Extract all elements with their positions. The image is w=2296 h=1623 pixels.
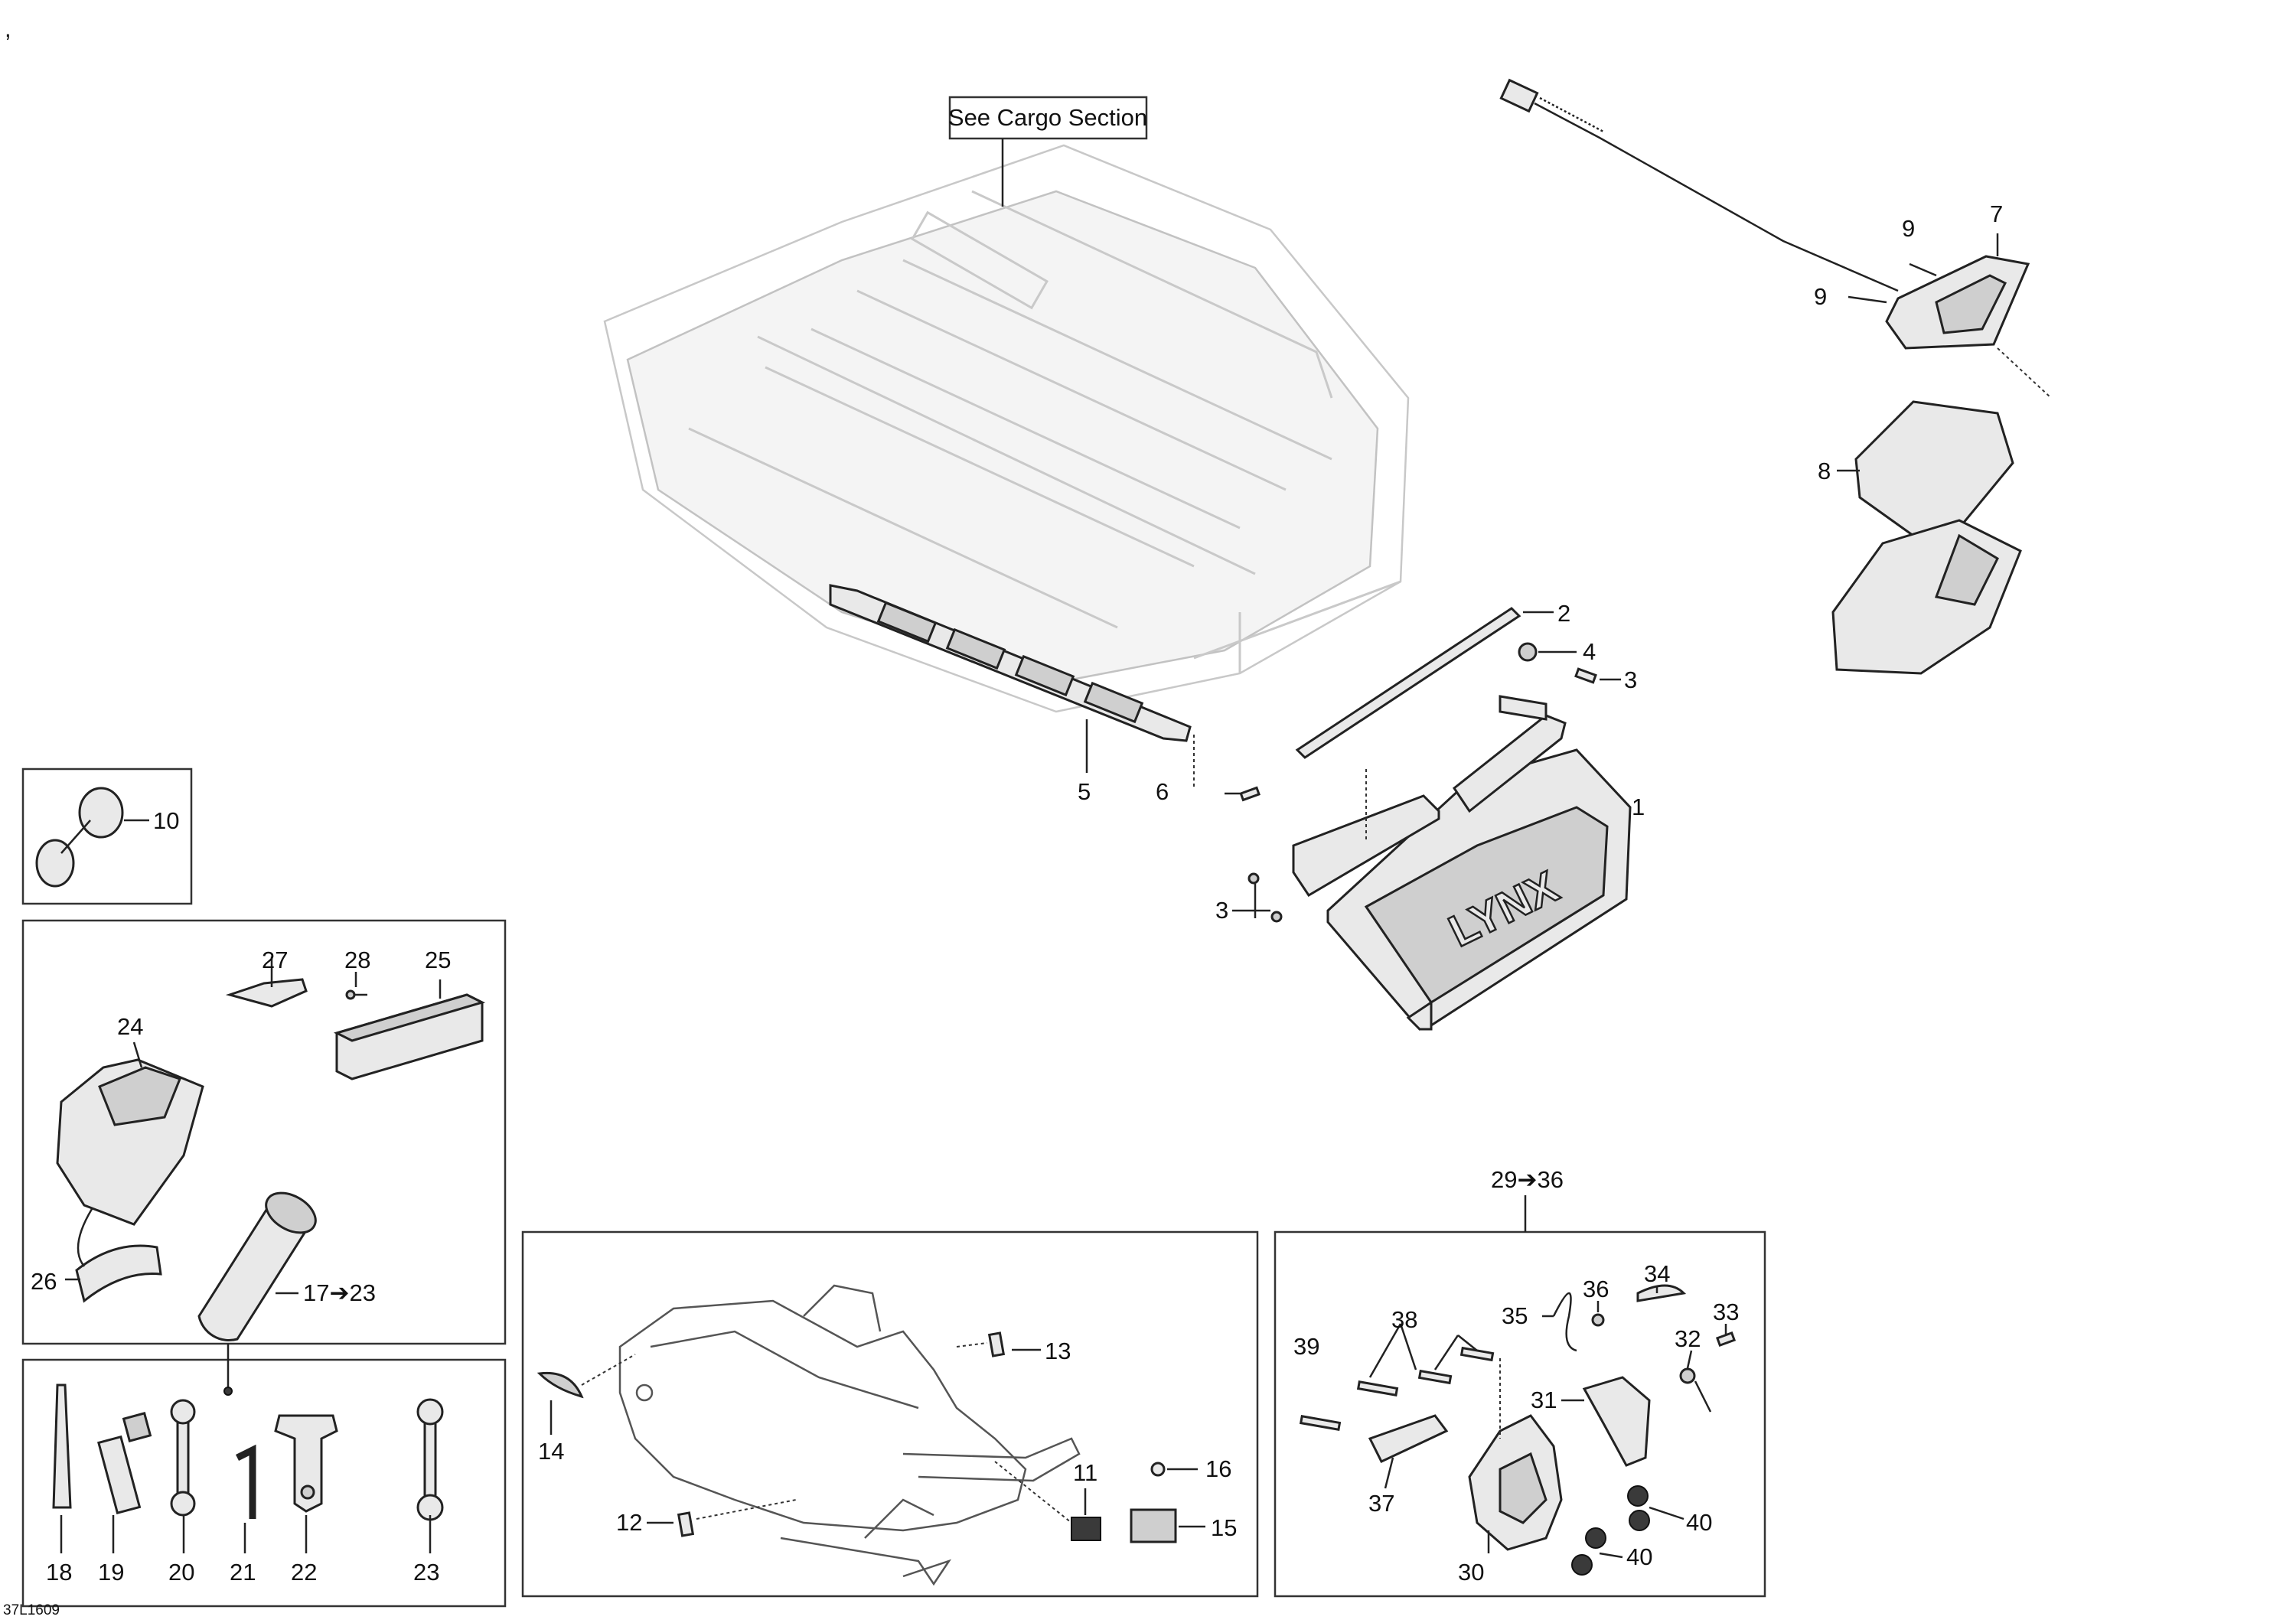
callout-28: 28 [344, 947, 370, 973]
callout-39: 39 [1293, 1333, 1319, 1360]
callout-40a: 40 [1686, 1509, 1712, 1536]
callout-9a: 9 [1902, 215, 1915, 242]
callout-34: 34 [1644, 1260, 1670, 1287]
callout-4: 4 [1583, 638, 1596, 665]
part-2-strip [1295, 607, 1554, 759]
cargo-rack-ghost [603, 144, 1410, 713]
callout-37: 37 [1368, 1490, 1394, 1517]
callout-29-36: 29➔36 [1491, 1166, 1564, 1193]
callout-2: 2 [1557, 600, 1570, 627]
callout-labels: 1 2 3 3 4 5 6 7 8 9 9 10 11 12 13 14 15 … [31, 200, 2003, 1586]
callout-27: 27 [262, 947, 288, 973]
callout-24: 24 [117, 1013, 143, 1040]
part-8-bracket [1831, 400, 2022, 675]
callout-7: 7 [1990, 200, 2003, 227]
figure-code: 37L1609 [3, 1602, 60, 1618]
callout-33: 33 [1713, 1299, 1739, 1325]
callout-5: 5 [1078, 778, 1091, 805]
corner-mark: , [5, 15, 11, 42]
callout-19: 19 [98, 1559, 124, 1586]
box-part-10 [21, 768, 193, 905]
callout-31: 31 [1531, 1387, 1557, 1413]
callout-16: 16 [1205, 1455, 1231, 1482]
callout-20: 20 [168, 1559, 194, 1586]
callout-25: 25 [425, 947, 451, 973]
callout-13: 13 [1045, 1338, 1071, 1364]
callout-35: 35 [1502, 1302, 1528, 1329]
callout-26: 26 [31, 1268, 57, 1295]
callout-38: 38 [1391, 1306, 1417, 1333]
box-tool-bag [21, 919, 507, 1345]
callout-3b: 3 [1215, 897, 1228, 924]
callout-36: 36 [1583, 1276, 1609, 1302]
part-5-side-plate [829, 584, 1192, 773]
callout-6: 6 [1156, 778, 1169, 805]
cargo-note-text: See Cargo Section [948, 104, 1147, 131]
box-decals [521, 1230, 1259, 1598]
part-7-tail-light [1848, 233, 2052, 399]
callout-40b: 40 [1626, 1543, 1652, 1570]
callout-18: 18 [46, 1559, 72, 1586]
callout-3a: 3 [1624, 666, 1637, 693]
part-1-rear-bumper: LYNX [1292, 695, 1632, 1031]
callout-32: 32 [1675, 1325, 1701, 1352]
tail-light-harness [1499, 78, 1899, 292]
box-hitch-assembly [1274, 1195, 1766, 1598]
callout-1: 1 [1632, 794, 1645, 820]
callout-8: 8 [1818, 458, 1831, 484]
callout-11: 11 [1073, 1459, 1097, 1486]
fasteners-part-1 [1193, 642, 1621, 923]
callout-17-23: 17➔23 [303, 1279, 376, 1306]
callout-22: 22 [291, 1559, 317, 1586]
see-cargo-section-note: See Cargo Section [948, 96, 1148, 207]
callout-21: 21 [230, 1559, 256, 1586]
callout-10: 10 [153, 807, 179, 834]
callout-30: 30 [1458, 1559, 1484, 1586]
callout-15: 15 [1211, 1514, 1237, 1541]
callout-12: 12 [616, 1509, 642, 1536]
callout-23: 23 [413, 1559, 439, 1586]
callout-14: 14 [538, 1438, 564, 1465]
callout-9b: 9 [1814, 283, 1827, 310]
box-tools [21, 1344, 507, 1608]
